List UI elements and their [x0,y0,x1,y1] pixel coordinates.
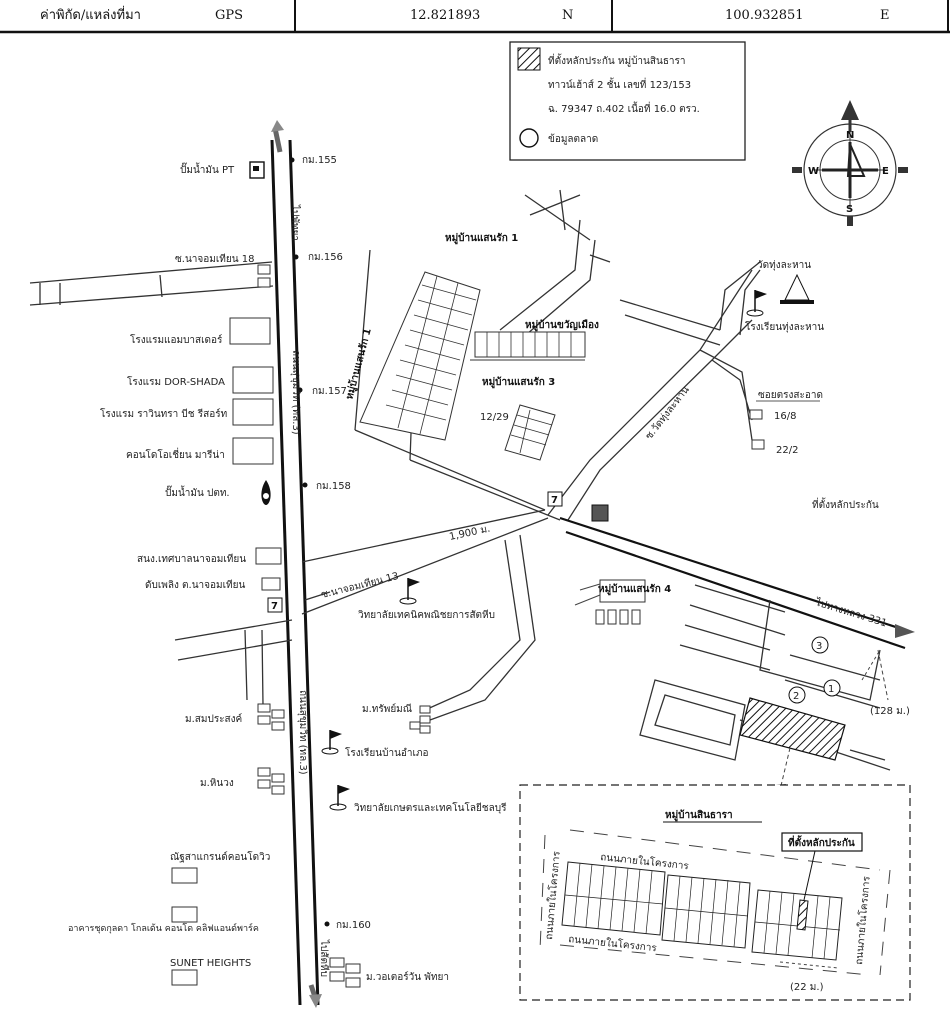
inset-dist-22: (22 ม.) [790,982,824,993]
label-hotel-embassador: โรงแรมแอมบาสเดอร์ [130,333,223,346]
label-sunet: SUNET HEIGHTS [170,958,251,969]
label-num-222: 22/2 [776,445,798,456]
gas-station-pt-icon [249,161,265,179]
label-road-sukhumvit-1: ถนนสุขุมวิท (ทล.3) [290,350,301,435]
compass-n: N [846,130,854,141]
legend-market: ข้อมูลตลาด [548,133,598,145]
label-km158: กม.158 [316,481,351,492]
label-school-thung: โรงเรียนทุ่งละหาน [745,320,824,333]
legend-line-1: ที่ตั้งหลักประกัน หมู่บ้านสินธารา [548,53,686,67]
bigc-icon [591,504,609,522]
label-gas-ptt: ปั๊มน้ำมัน ปตท. [165,485,230,499]
legend-line-2: ทาวน์เฮ้าส์ 2 ชั้น เลขที่ 123/153 [548,77,691,91]
inset-sintara: หมู่บ้านสินธารา [519,784,911,1001]
map-legend: ที่ตั้งหลักประกัน หมู่บ้านสินธารา ทาวน์เ… [509,41,746,161]
inset-title: หมู่บ้านสินธารา [665,809,733,822]
west-buildings [171,264,765,988]
soi-13-road: ซ.นาจอมเทียน 13 1,900 ม. [301,509,549,615]
highway-331-road [559,516,915,650]
label-school-ampoe: โรงเรียนบ้านอำเภอ [345,746,429,759]
svg-text:7: 7 [271,601,278,612]
label-soi18: ซ.นาจอมเทียน 18 [175,253,254,265]
market-2: 2 [793,691,799,702]
inset-block-3 [751,889,843,961]
label-km156: กม.156 [308,252,343,263]
label-to-pattaya: ไปพัทยา [289,204,301,241]
moo-saensuk-3-block [504,404,556,461]
label-building-prop: อาคารชุดกุลดา โกลเด้น คอนโด คลิฟแอนด์พาร… [68,922,259,934]
soi-13-label: ซ.นาจอมเทียน 13 [320,570,400,601]
sukhumvit-road [270,120,322,1008]
inset-block-1 [561,861,666,936]
map-icons: 7 7 [249,157,814,927]
latitude-dir: N [562,8,573,23]
label-moo-hinwong: ม.หินวง [200,778,234,789]
compass-e: E [882,166,889,177]
coord-source: GPS [215,8,243,23]
label-wat-thung: วัดทุ่งละหาน [757,260,811,271]
label-dist-128: (128 ม.) [870,706,910,717]
coord-label: ค่าพิกัด/แหล่งที่มา [40,6,141,23]
label-km155: กม.155 [302,155,337,166]
label-to-sattahip: ไปสัตหีบ [318,939,330,977]
label-to-hw331: ไปทางหลวง 331 [813,596,888,629]
northeast-roads [354,189,761,521]
gas-station-ptt-icon [261,480,271,505]
market-markers: 3 2 1 [788,636,841,704]
collateral-hatch-swatch [517,47,541,71]
label-agri-college: วิทยาลัยเกษตรและเทคโนโลยีชลบุรี [354,801,507,814]
label-moo-saensuk-1-vertical: หมู่บ้านแสนรัก 1 [343,327,375,401]
inset-collateral-label: ที่ตั้งหลักประกัน [788,835,855,849]
inset-block-2 [661,874,751,949]
west-roads [29,261,293,706]
compass-w: W [808,166,819,177]
school-flag-icon [321,290,767,811]
longitude-value: 100.932851 [725,8,804,23]
moo-saensuk-4-block [574,579,646,625]
moo-saensuk-1-block [359,271,481,441]
seven-eleven-icon: 7 7 [267,491,563,613]
moo-khwanmueang-block [470,331,586,361]
label-km160: กม.160 [336,920,371,931]
label-soi-wat-thung: ซ.วัดทุ่งละหาน [644,384,692,441]
label-tech-college: วิทยาลัยเทคนิคพณิชยการสัตหีบ [358,609,495,621]
collateral-plot [739,697,846,795]
label-hotel-dorshada: โรงแรม DOR-SHADA [127,375,225,388]
label-water-one: ม.วอเตอร์วัน พัทยา [366,971,449,983]
label-moo-saensuk-3: หมู่บ้านแสนรัก 3 [482,376,555,389]
label-soi-trongsa: ซอยตรงสะอาด [758,390,823,401]
label-moo-saensuk-4: หมู่บ้านแสนรัก 4 [598,583,671,596]
longitude-dir: E [880,8,890,23]
temple-icon [780,273,814,304]
label-chonlada: ณัฐสาแกรนด์คอนโดวิว [170,850,270,863]
label-moo-khwanmueang: หมู่บ้านขวัญเมือง [525,319,599,332]
label-road-sukhumvit-2: ถนนสุขุมวิท (ทล.3) [297,690,308,775]
label-collateral-site: ที่ตั้งหลักประกัน [812,497,879,511]
label-num-1229: 12/29 [480,412,509,423]
market-1: 1 [828,684,834,695]
compass-icon: N S E W [792,100,908,226]
label-hotel-rawintra: โรงแรม ราวินทรา บีช รีสอร์ท [100,407,227,420]
market-circle-icon [519,128,539,148]
label-moo-sompra: ม.สมประสงค์ [185,713,242,725]
label-moo-saensuk-1: หมู่บ้านแสนรัก 1 [445,232,518,245]
latitude-value: 12.821893 [410,8,480,23]
svg-text:7: 7 [551,495,558,506]
label-num-168: 16/8 [774,411,796,422]
label-fire-station: ดับเพลิง ต.นาจอมเทียน [145,579,245,591]
market-3: 3 [816,641,822,652]
label-km157: กม.157 [312,386,347,397]
compass-s: S [846,204,853,215]
label-moo-supmanee: ม.ทรัพย์มณี [362,703,412,715]
label-condo-ocean: คอนโดโอเชี่ยน มารีน่า [126,447,225,461]
label-municipal: สนง.เทศบาลนาจอมเทียน [137,553,246,565]
label-gas-pt: ปั๊มน้ำมัน PT [180,162,235,176]
km-marker-icons [289,157,330,927]
coordinate-header: ค่าพิกัด/แหล่งที่มา GPS 12.821893 N 100.… [0,0,950,34]
legend-line-3: ฉ. 79347 ถ.402 เนื้อที่ 16.0 ตรว. [548,101,700,115]
